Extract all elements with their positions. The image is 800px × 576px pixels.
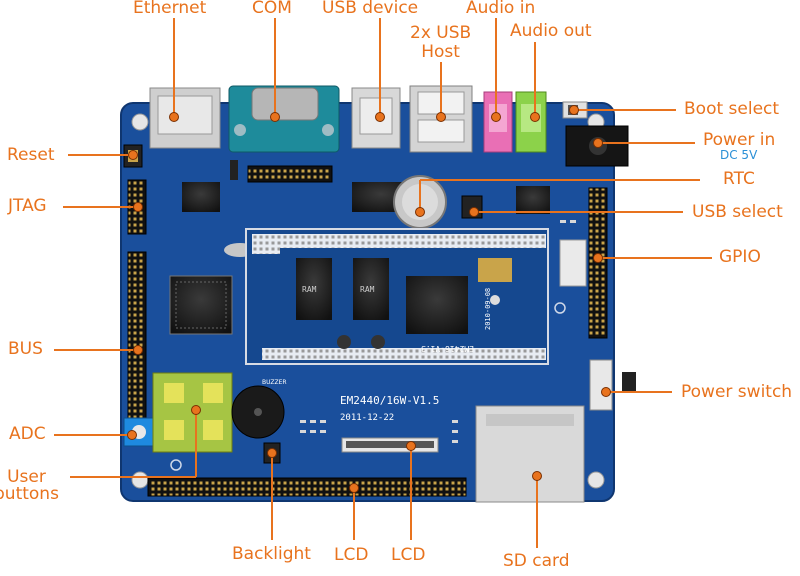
board-name-text: EM2440/16W-V1.5 [340,394,439,407]
power-switch [589,359,636,411]
label-sd-card: SD card [503,551,570,571]
com-port [228,85,340,153]
module-date-text: 2010-09-08 [484,288,492,330]
ethernet-jack [149,87,221,149]
label-jtag: JTAG [8,196,47,216]
label-user-buttons: User buttons [0,467,59,504]
label-backlight: Backlight [232,544,311,564]
label-usb-select: USB select [692,202,783,222]
label-power-in-sub: DC 5V [720,148,758,162]
label-usb-host: 2x USB Host [410,23,472,62]
sd-card-slot [475,405,585,503]
board-date-text: 2011-12-22 [340,413,394,423]
buzzer-text: BUZZER [262,379,287,386]
ram1-text: RAM [302,285,317,294]
lcd-header [147,477,467,497]
bus-header [127,251,147,429]
label-power-in: Power in [703,130,776,150]
label-adc: ADC [9,424,46,444]
module-name-text: EM2416-V1.3 [421,344,474,353]
callout-lines [54,18,712,548]
chip-left-upper [182,182,220,212]
label-lcd-2: LCD [391,545,426,565]
label-usb-device: USB device [322,0,419,18]
label-com: COM [252,0,292,18]
label-rtc: RTC [723,169,755,189]
chip-usb [516,186,550,214]
chip-cpld [169,275,233,335]
label-audio-out: Audio out [510,21,592,41]
callout-dots [127,105,611,493]
ram2-text: RAM [360,285,375,294]
label-reset: Reset [7,145,55,165]
label-gpio: GPIO [719,247,761,267]
audio-out-jack [515,91,547,153]
label-bus: BUS [8,339,43,359]
lcd-fpc-connector [341,437,439,453]
label-power-switch: Power switch [681,382,793,402]
label-lcd-1: LCD [334,545,369,565]
audio-in-jack [483,91,513,153]
buzzer [231,385,285,439]
label-ethernet: Ethernet [133,0,207,18]
label-boot-select: Boot select [684,99,780,119]
label-audio-in: Audio in [466,0,536,18]
core-module [245,228,549,365]
top-header [247,165,333,183]
